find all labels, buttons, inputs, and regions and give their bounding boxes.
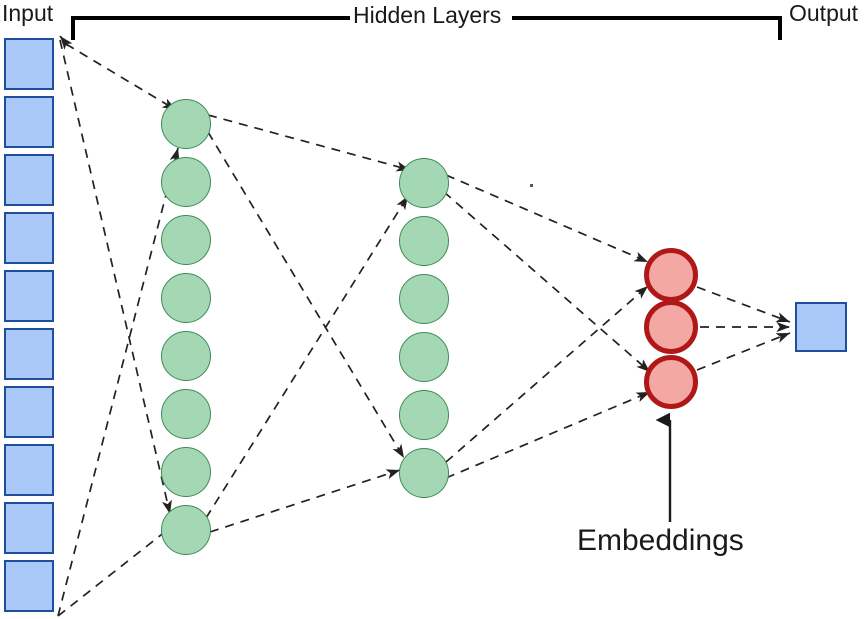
edge-arrow-into-input-top xyxy=(59,35,73,50)
embedding-node[interactable] xyxy=(644,355,698,409)
hidden-node[interactable] xyxy=(161,505,211,555)
input-node[interactable] xyxy=(4,96,54,148)
input-node[interactable] xyxy=(4,212,54,264)
edges-hidden2-to-embeddings xyxy=(443,174,651,479)
input-node[interactable] xyxy=(4,444,54,496)
hidden-node[interactable] xyxy=(161,157,211,207)
stray-mark xyxy=(530,184,533,187)
hidden-node[interactable] xyxy=(161,447,211,497)
hidden-node[interactable] xyxy=(161,215,211,265)
hidden-node[interactable] xyxy=(399,332,449,382)
hidden-layers-label: Hidden Layers xyxy=(350,4,505,27)
hidden-node[interactable] xyxy=(399,216,449,266)
hidden-node[interactable] xyxy=(161,99,211,149)
edges-input-to-hidden1 xyxy=(57,39,181,617)
hidden-layers-bracket xyxy=(71,16,782,40)
input-node[interactable] xyxy=(4,502,54,554)
hidden-node[interactable] xyxy=(399,274,449,324)
edges-embeddings-to-output xyxy=(696,286,791,371)
hidden-node[interactable] xyxy=(399,158,449,208)
input-label: Input xyxy=(2,0,54,26)
output-label: Output xyxy=(789,0,859,26)
hidden-node[interactable] xyxy=(399,448,449,498)
input-node[interactable] xyxy=(4,38,54,90)
hidden-node[interactable] xyxy=(161,389,211,439)
input-node[interactable] xyxy=(4,328,54,380)
hidden-node[interactable] xyxy=(399,390,449,440)
hidden-node[interactable] xyxy=(161,273,211,323)
hidden-node[interactable] xyxy=(161,331,211,381)
input-node[interactable] xyxy=(4,270,54,322)
embeddings-label: Embeddings xyxy=(577,524,744,557)
edges-hidden1-to-hidden2 xyxy=(205,114,411,533)
input-node[interactable] xyxy=(4,386,54,438)
embedding-node[interactable] xyxy=(644,300,698,354)
output-node[interactable] xyxy=(795,302,847,352)
embedding-node[interactable] xyxy=(644,248,698,302)
input-node[interactable] xyxy=(4,560,54,612)
input-node[interactable] xyxy=(4,154,54,206)
